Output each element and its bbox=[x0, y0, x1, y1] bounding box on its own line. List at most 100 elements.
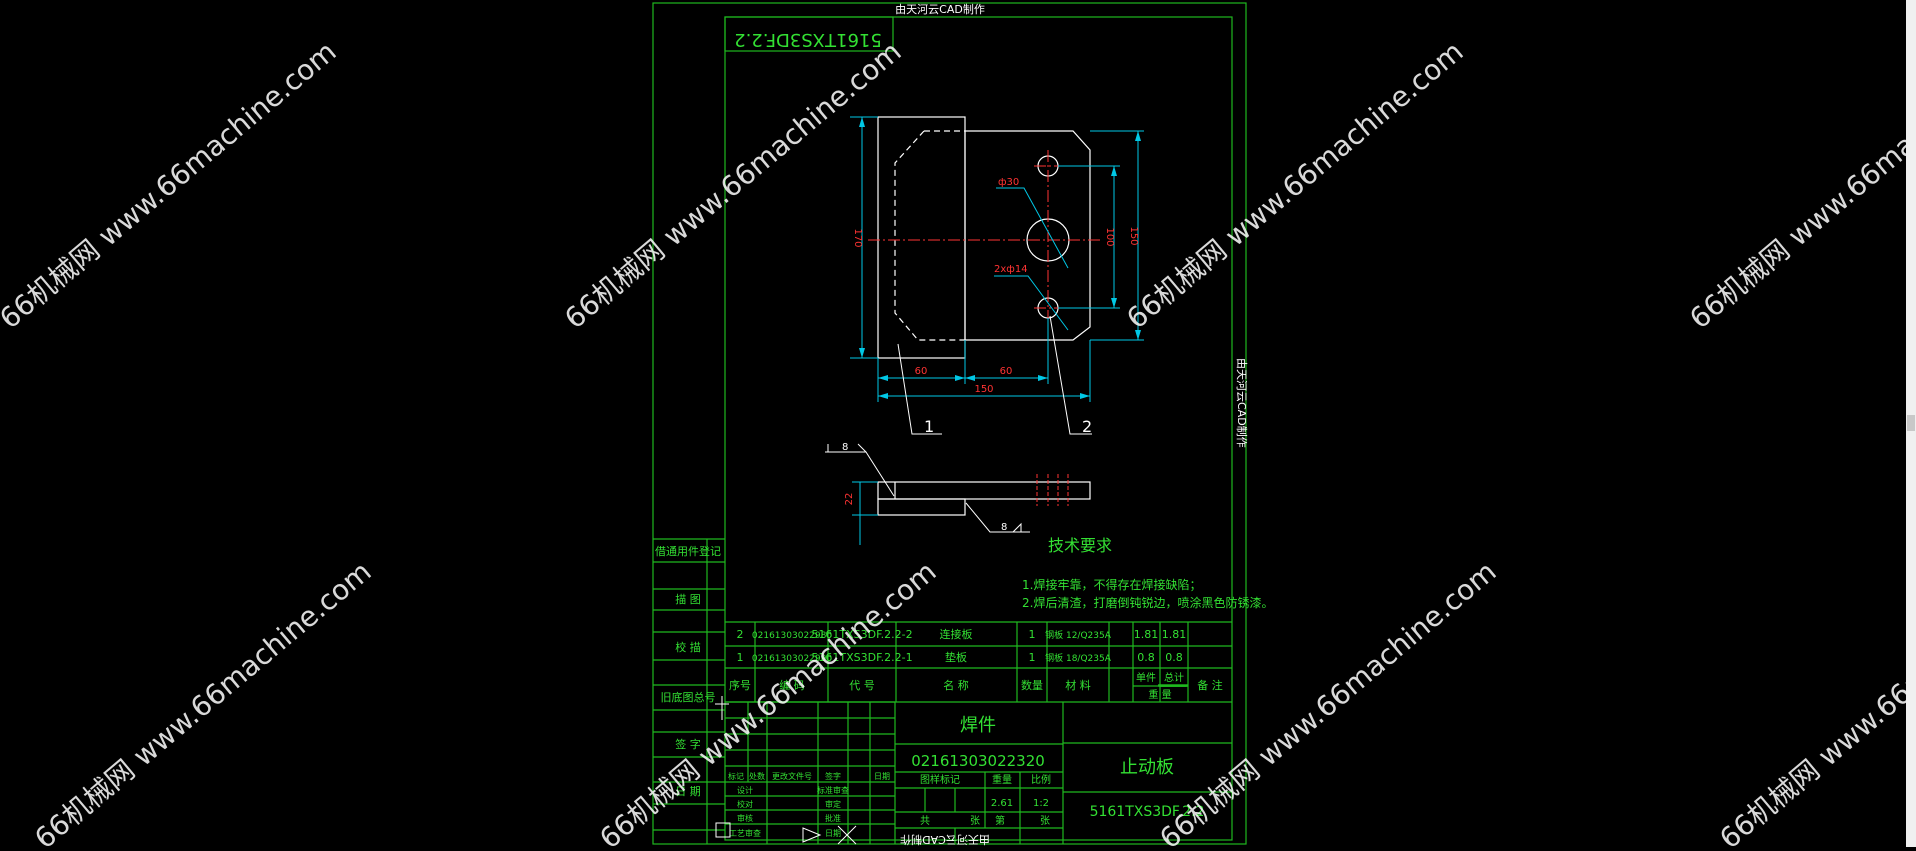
dim-width-total: 150 bbox=[974, 384, 993, 395]
balloon-1: 1 bbox=[924, 417, 934, 436]
hidden-edge bbox=[894, 130, 965, 341]
scroll-thumb[interactable] bbox=[1907, 415, 1915, 431]
role-right-2: 批准 bbox=[825, 813, 841, 823]
title-type: 焊件 bbox=[960, 715, 996, 736]
dim-holes-small: 2xф14 bbox=[994, 264, 1028, 275]
title-sheets-zhang: 张 bbox=[970, 815, 980, 827]
bom-cell: 连接板 bbox=[940, 627, 973, 641]
bom-cell: 0.8 bbox=[1165, 651, 1183, 664]
dim-thickness: 22 bbox=[844, 493, 855, 506]
bom-h-weight: 重 量 bbox=[1148, 688, 1171, 701]
bom-cell: 钢板 12/Q235A bbox=[1045, 629, 1112, 641]
side-label-2: 校 描 bbox=[675, 640, 701, 654]
mirrored-code-box bbox=[724, 16, 894, 52]
bom-cell: 1 bbox=[1029, 628, 1036, 641]
watermark-text: 66机械网 www.66machine.com bbox=[1713, 555, 1916, 847]
dim-width-right: 60 bbox=[1000, 366, 1013, 377]
title-code: 02161303022320 bbox=[911, 752, 1045, 770]
title-name: 止动板 bbox=[1120, 757, 1174, 778]
dim-width-left: 60 bbox=[915, 366, 928, 377]
bom-h-6: 单件 bbox=[1136, 672, 1156, 684]
bom-h-5: 材 料 bbox=[1065, 678, 1091, 692]
projection-symbol-icon bbox=[802, 825, 857, 845]
side-label-0: 借通用件登记 bbox=[655, 544, 721, 558]
tech-req-item-1: 1.焊接牢靠，不得存在焊接缺陷； bbox=[1022, 577, 1201, 592]
rev-h-0: 标记 bbox=[728, 771, 744, 781]
dimension-texts: ф30 2xф14 170 150 100 60 60 150 bbox=[852, 177, 1139, 395]
tech-req-item-2: 2.焊后清渣，打磨倒钝锐边，喷涂黑色防锈漆。 bbox=[1022, 595, 1273, 610]
balloon-2: 2 bbox=[1082, 417, 1092, 436]
bom-h-2: 代 号 bbox=[849, 679, 875, 692]
side-view bbox=[877, 481, 1091, 516]
dim-height-right: 150 bbox=[1128, 226, 1139, 245]
bom-h-4: 数量 bbox=[1021, 679, 1043, 692]
role-right-1: 审定 bbox=[825, 799, 841, 809]
bom-cell: 02161303022980 bbox=[752, 631, 832, 641]
title-cells: 图样标记 重量 比例 2.61 1:2 共 张 第 张 bbox=[920, 773, 1051, 827]
center-lines bbox=[868, 150, 1100, 328]
bom-h-1: 编 码 bbox=[779, 678, 805, 692]
watermark-text: 66机械网 www.66machine.com bbox=[28, 555, 377, 847]
bom-cell: 钢板 18/Q235A bbox=[1045, 652, 1112, 664]
side-label-1: 描 图 bbox=[675, 592, 701, 606]
bom-cell: 5161TXS3DF.2.2-2 bbox=[811, 628, 912, 641]
plan-view bbox=[877, 116, 1091, 359]
side-label-4: 签 字 bbox=[675, 737, 701, 751]
role-right-0: 标准审查 bbox=[817, 785, 849, 795]
watermark-text: 66机械网 www.66machine.com bbox=[593, 555, 942, 847]
stamp-side: 由天河云CAD制作 bbox=[1235, 358, 1249, 448]
balloon-leaders bbox=[897, 315, 1092, 435]
bom-cell: 02161303022990 bbox=[752, 654, 832, 664]
role-0: 设计 bbox=[737, 785, 753, 795]
stamp-bottom: 由天河云CAD制作 bbox=[900, 833, 990, 847]
side-label-3: 旧底图总号 bbox=[661, 690, 716, 704]
dim-hole-spacing: 100 bbox=[1104, 227, 1115, 246]
bom-h-7: 总计 bbox=[1164, 671, 1184, 684]
watermark-text: 66机械网 www.66machine.com bbox=[558, 35, 907, 336]
weld-1: 8 bbox=[842, 442, 848, 453]
side-strip bbox=[653, 538, 725, 844]
stamp-top: 由天河云CAD制作 bbox=[895, 2, 985, 16]
side-hidden-lines bbox=[1036, 474, 1069, 506]
role-3: 工艺审查 bbox=[729, 828, 761, 838]
side-plate-1 bbox=[877, 498, 966, 516]
outer-border bbox=[652, 2, 1247, 845]
title-page-label: 第 bbox=[995, 814, 1005, 827]
arrowheads bbox=[859, 117, 1141, 399]
revision-labels: 标记 处数 更改文件号 签字 日期 设计 校对 审核 工艺审查 标准审查 审定 … bbox=[728, 771, 890, 838]
vertical-scrollbar[interactable] bbox=[1906, 0, 1916, 847]
weld-symbols bbox=[825, 443, 1030, 533]
title-sheets-label: 共 bbox=[920, 815, 930, 827]
title-scale-label: 比例 bbox=[1031, 773, 1051, 786]
bom-header: 序号 编 码 代 号 名 称 数量 材 料 单件 总计 重 量 备 注 bbox=[729, 671, 1223, 701]
bom-cell: 0.8 bbox=[1137, 651, 1155, 664]
role-2: 审核 bbox=[737, 813, 753, 823]
title-block bbox=[725, 701, 1232, 844]
title-drawing-no: 5161TXS3DF.2.2 bbox=[1090, 804, 1205, 820]
bom-h-0: 序号 bbox=[729, 678, 751, 692]
bom-cell: 2 bbox=[737, 628, 744, 641]
bom-cell: 1.81 bbox=[1134, 628, 1159, 641]
crosshair-icon bbox=[715, 696, 729, 720]
mirrored-code: 5161TXS3DF.2.2 bbox=[734, 29, 882, 50]
title-scale: 1:2 bbox=[1033, 798, 1049, 809]
title-weight: 2.61 bbox=[991, 798, 1013, 809]
side-plate-2 bbox=[877, 481, 1091, 500]
ucs-icon bbox=[715, 822, 731, 838]
part1-outline bbox=[877, 116, 966, 359]
title-page-zhang: 张 bbox=[1040, 815, 1050, 827]
watermark-layer: 66机械网 www.66machine.com 66机械网 www.66machi… bbox=[0, 35, 1916, 851]
rev-h-4: 日期 bbox=[874, 772, 890, 781]
bom-h-3: 名 称 bbox=[943, 678, 969, 692]
bom-h-8: 备 注 bbox=[1197, 678, 1223, 692]
watermark-text: 66机械网 www.66machine.com bbox=[0, 35, 343, 336]
dimension-lines bbox=[850, 116, 1144, 402]
rev-h-3: 签字 bbox=[825, 771, 841, 781]
bom-cell: 5161TXS3DF.2.2-1 bbox=[811, 651, 912, 664]
weld-2: 8 bbox=[1001, 522, 1007, 533]
bom-cell: 1 bbox=[737, 651, 744, 664]
tech-req-title: 技术要求 bbox=[1048, 536, 1112, 555]
